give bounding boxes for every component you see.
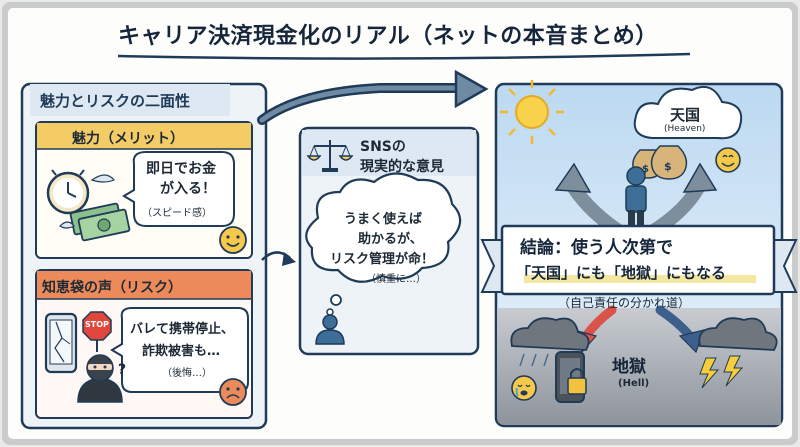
scales-icon [306, 140, 354, 172]
risk-bubble-line2: 詐欺被害も… [142, 344, 221, 359]
sns-header-line1: SNSの [360, 139, 406, 155]
merit-bubble [122, 151, 235, 227]
risk-bubble-line1: バレて携帯停止、 [130, 322, 235, 337]
merit-bubble-line2: が入る！ [160, 181, 216, 197]
money-bags-icon: $ $ [632, 145, 688, 180]
heaven-cloud [633, 86, 743, 140]
stop-sign-icon [82, 311, 112, 352]
risk-header: 知恵袋の声（リスク） [42, 280, 182, 296]
clock-icon [46, 169, 115, 215]
locked-phone-icon [555, 351, 587, 403]
merit-header: 魅力（メリット） [72, 131, 184, 147]
title-underline [117, 52, 691, 60]
left-panel-header-bg [30, 84, 230, 116]
lightning-icon [699, 355, 744, 389]
sns-bubble-line3: リスク管理が命！ [330, 252, 435, 267]
crossroads-person-icon [625, 166, 647, 230]
money-icon [59, 202, 131, 242]
page-title: キャリア決済現金化のリアル（ネットの本音まとめ） [118, 24, 658, 49]
sns-bubble-sub: （慎重に…） [366, 274, 426, 285]
banner-line1: 結論：使う人次第で [520, 238, 673, 258]
svg-text:$: $ [642, 164, 649, 175]
sad-face-icon [219, 378, 247, 406]
heaven-smiley-icon [715, 147, 741, 173]
sun-icon [500, 80, 564, 144]
stop-sign-label: STOP [85, 320, 109, 329]
thief-icon [77, 354, 123, 403]
question-mark: ? [118, 362, 127, 378]
heaven-sub: (Heaven) [664, 124, 706, 134]
smiley-icon [219, 226, 247, 254]
person-icon [315, 314, 345, 345]
risk-bubble-sub: （後悔…） [162, 368, 212, 379]
banner-line2: 「天国」にも「地獄」にもなる [516, 264, 727, 282]
storm-cloud-left [510, 317, 590, 351]
sns-thought-cloud [305, 172, 462, 283]
heaven-label: 天国 [670, 106, 701, 124]
sns-bubble-line1: うまく使えば [344, 212, 423, 227]
crossroads-caption: （自己責任の分かれ道） [558, 296, 691, 310]
sns-header-line2: 現実的な意見 [360, 159, 444, 175]
sns-bubble-line2: 助かるが、 [358, 232, 423, 247]
cracked-phone-icon [44, 312, 78, 374]
svg-text:$: $ [664, 160, 672, 173]
storm-cloud-right [698, 317, 778, 351]
merit-bubble-line1: 即日でお金 [146, 161, 216, 177]
risk-header-bg [37, 271, 251, 299]
top-arrow-head [454, 69, 489, 109]
hell-label: 地獄 [612, 357, 646, 377]
crying-face-icon [511, 375, 537, 401]
merit-bubble-sub: （スピード感） [142, 208, 212, 219]
merit-header-bg [37, 123, 251, 149]
hell-sub: (Hell) [618, 378, 650, 389]
left-panel-header: 魅力とリスクの二面性 [40, 92, 191, 110]
risk-bubble [110, 307, 249, 393]
